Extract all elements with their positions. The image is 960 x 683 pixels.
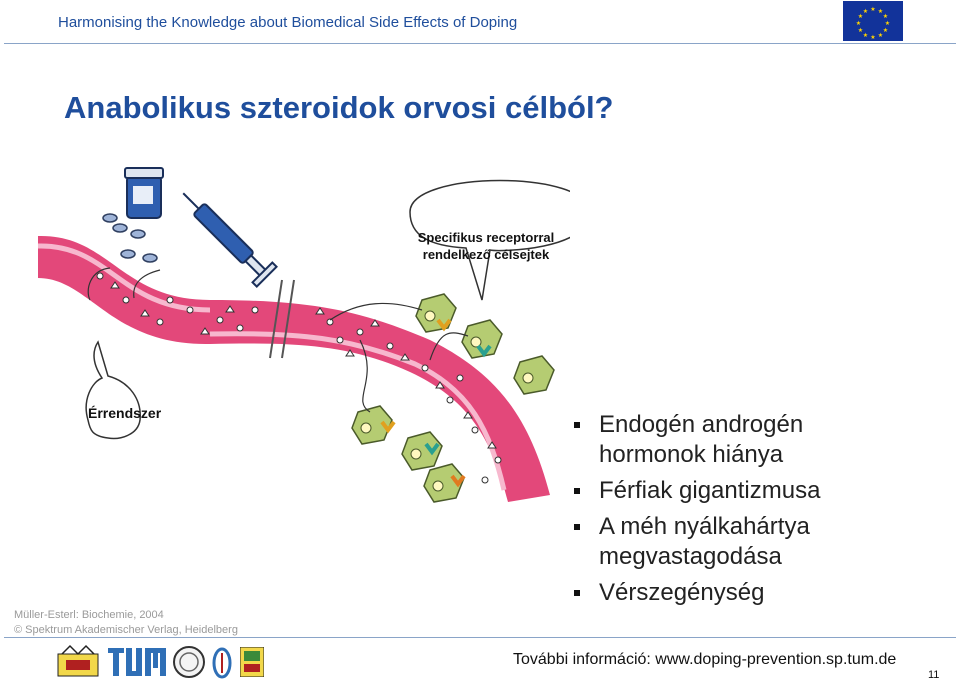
- bullet-marker-icon: [574, 422, 580, 428]
- callout-vascular-system: Érrendszer: [88, 405, 162, 421]
- callout-target-cells-line1: Specifikus receptorral: [417, 230, 555, 245]
- slide-title: Anabolikus szteroidok orvosi célból?: [64, 90, 614, 125]
- svg-text:★: ★: [883, 13, 888, 20]
- svg-text:★: ★: [858, 13, 863, 20]
- svg-text:★: ★: [885, 20, 890, 27]
- institute-logo-icon: [212, 647, 232, 679]
- svg-text:★: ★: [878, 8, 883, 15]
- svg-text:★: ★: [878, 32, 883, 39]
- blood-vessel-illustration: [37, 167, 570, 503]
- image-credit-source: Müller-Esterl: Biochemie, 2004: [14, 609, 164, 621]
- list-item: Endogén androgén hormonok hiánya: [572, 410, 899, 470]
- bullet-text: Férfiak gigantizmusa: [599, 477, 821, 504]
- syringe-icon: [182, 192, 278, 288]
- svg-text:★: ★: [858, 27, 863, 34]
- eu-flag-icon: ★★★ ★★★ ★★★ ★★★: [843, 1, 903, 41]
- bullet-text: A méh nyálkahártya megvastagodása: [599, 513, 810, 570]
- callout-target-cells-line2: rendelkező célsejtek: [422, 247, 550, 262]
- pill-bottle-icon: [124, 167, 164, 219]
- callout-target-cells: Specifikus receptorral rendelkező célsej…: [396, 229, 576, 263]
- image-credit-copyright: © Spektrum Akademischer Verlag, Heidelbe…: [14, 624, 238, 636]
- seal-logo-icon: [173, 646, 205, 678]
- list-item: Férfiak gigantizmusa: [572, 476, 899, 506]
- svg-text:★: ★: [863, 8, 868, 15]
- list-item: A méh nyálkahártya megvastagodása: [572, 512, 899, 572]
- bullet-list: Endogén androgén hormonok hiánya Férfiak…: [572, 410, 899, 614]
- receptor-icon: [380, 318, 492, 488]
- svg-text:★: ★: [883, 27, 888, 34]
- partner-logo-icon: [240, 647, 264, 677]
- list-item: Vérszegénység: [572, 578, 899, 608]
- bullet-marker-icon: [574, 590, 580, 596]
- svg-text:★: ★: [863, 32, 868, 39]
- svg-text:★: ★: [856, 20, 861, 27]
- footer-more-info: További információ: www.doping-preventio…: [513, 651, 897, 668]
- bullet-marker-icon: [574, 524, 580, 530]
- page-number: 11: [928, 669, 940, 681]
- header-divider: [4, 43, 956, 44]
- svg-text:★: ★: [870, 6, 875, 13]
- svg-text:★: ★: [870, 34, 875, 41]
- university-crest-logo-icon: [57, 644, 99, 677]
- bullet-text: Vérszegénység: [599, 579, 765, 606]
- footer-divider: [4, 637, 956, 638]
- header-title: Harmonising the Knowledge about Biomedic…: [58, 14, 518, 31]
- bullet-text: Endogén androgén hormonok hiánya: [599, 411, 804, 468]
- bullet-marker-icon: [574, 488, 580, 494]
- tum-logo-icon: [108, 648, 166, 676]
